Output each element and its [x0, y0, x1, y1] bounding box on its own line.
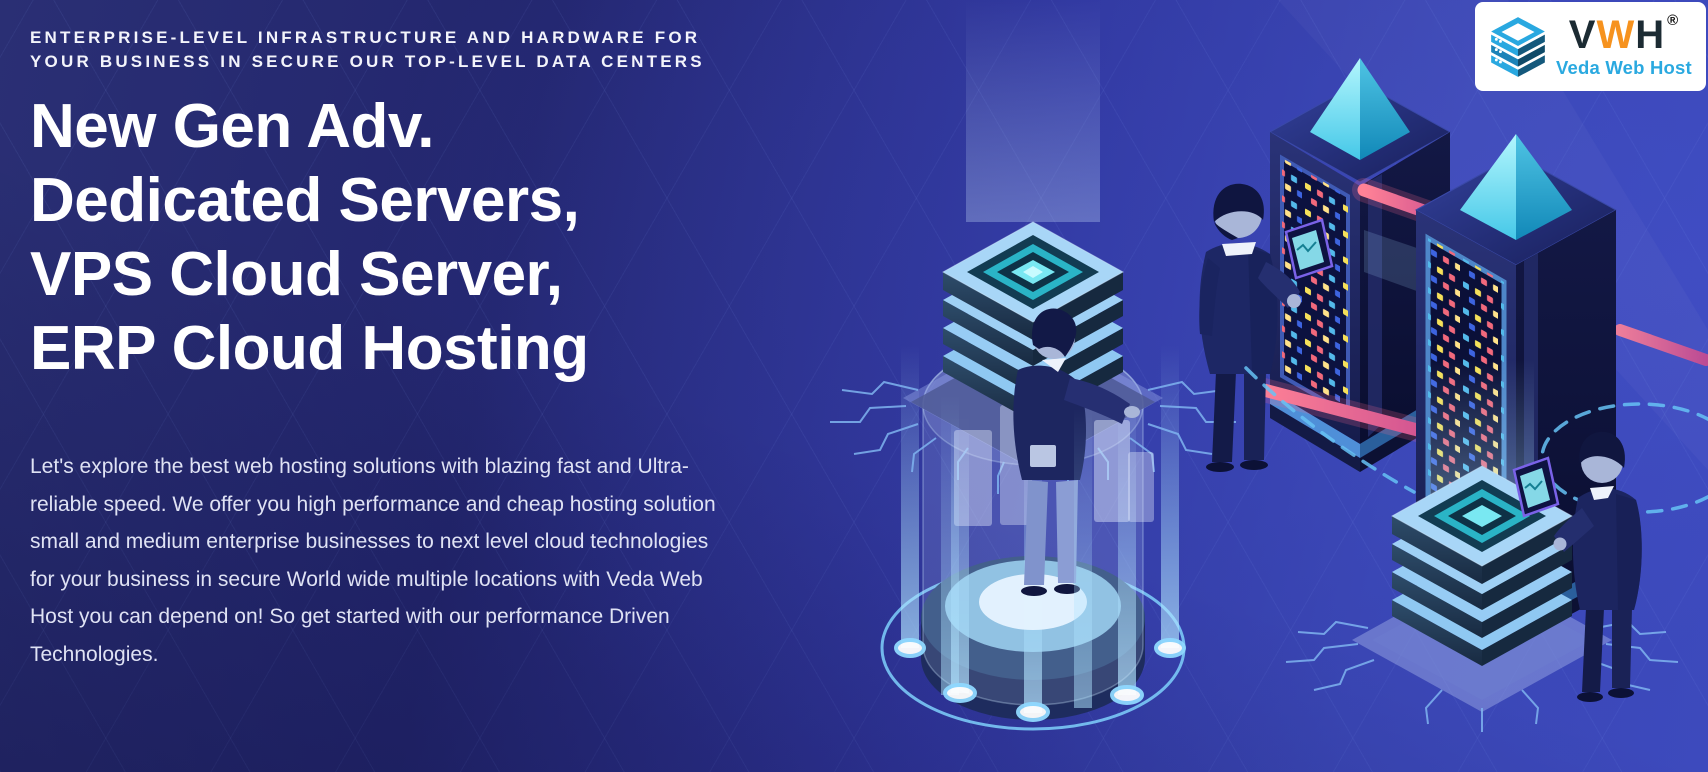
logo-letter-v: V — [1568, 13, 1597, 58]
engineer-with-tablet-figure — [1512, 431, 1642, 702]
engineer-figure — [1013, 308, 1140, 596]
circuit-board-icon — [830, 380, 1236, 494]
hero-copy: ENTERPRISE-LEVEL INFRASTRUCTURE AND HARD… — [30, 26, 770, 673]
logo-wordmark: Veda Web Host — [1556, 57, 1692, 79]
chip-platform-icon — [1285, 360, 1679, 732]
eyebrow-text: ENTERPRISE-LEVEL INFRASTRUCTURE AND HARD… — [30, 28, 705, 72]
engineer-with-tablet-figure — [1199, 183, 1334, 472]
heading-line: VPS Cloud Server, — [30, 240, 563, 310]
registered-trademark-symbol: ® — [1667, 12, 1680, 30]
logo-letter-h: H — [1635, 13, 1666, 58]
page-title: New Gen Adv. Dedicated Servers, VPS Clou… — [30, 90, 770, 386]
dashed-path — [1244, 366, 1708, 514]
heading-line: New Gen Adv. — [30, 92, 434, 162]
heading-line: Dedicated Servers, — [30, 166, 580, 236]
hero-description: Let's explore the best web hosting solut… — [30, 455, 716, 666]
server-stack-hologram-icon — [830, 0, 1236, 731]
server-stack-logo-icon — [1491, 16, 1545, 77]
hero-illustration — [830, 0, 1708, 732]
heading-line: ERP Cloud Hosting — [30, 314, 589, 384]
logo-letter-w: W — [1596, 13, 1636, 58]
